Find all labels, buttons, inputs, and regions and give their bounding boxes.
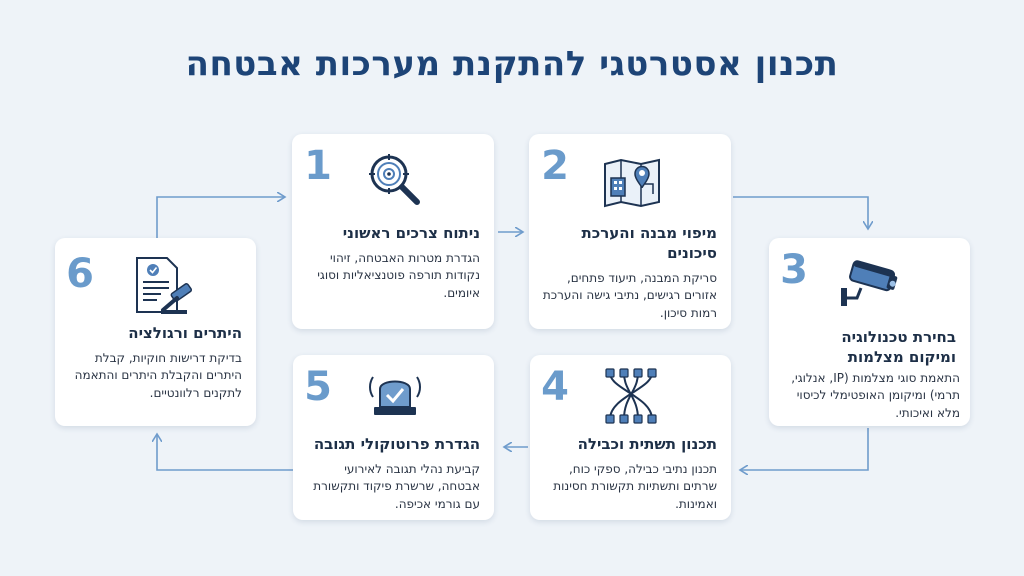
- security-camera-icon: [837, 258, 901, 314]
- step-card-3: 3 בחירת טכנולוגיה ומיקום מצלמות התאמת סו…: [769, 238, 970, 426]
- step-number: 4: [541, 364, 569, 410]
- step-number: 5: [304, 364, 332, 410]
- document-gavel-icon: [133, 256, 195, 320]
- step-number: 3: [780, 247, 808, 293]
- step-card-2: 2 מיפוי מבנה והערכת סיכונים סריקת המבנה,…: [529, 134, 731, 329]
- step-title: היתרים ורגולציה: [128, 324, 242, 342]
- step-title: ניתוח צרכים ראשוני: [342, 224, 480, 242]
- step-card-1: 1 ניתוח צרכים ראשוני הגדרת מטרות האבטחה,…: [292, 134, 494, 329]
- arrow-6-to-1: [156, 197, 284, 238]
- step-description: סריקת המבנה, תיעוד פתחים, אזורים רגישים,…: [542, 271, 717, 320]
- arrow-2-to-3: [733, 196, 868, 228]
- step-number: 1: [304, 143, 332, 189]
- step-card-4: 4 תכנון תשתית וכבילה תכנון נתיבי כבילה, …: [530, 355, 731, 520]
- step-card-5: 5 הגדרת פרוטוקולי תגובה קביעת נהלי תגובה…: [293, 355, 494, 520]
- floor-plan-map-pin-icon: [601, 150, 663, 212]
- step-title: בחירת טכנולוגיה ומיקום מצלמות: [841, 328, 956, 366]
- step-number: 6: [66, 251, 94, 297]
- step-title: מיפוי מבנה והערכת סיכונים: [581, 224, 717, 262]
- step-card-6: 6 היתרים ורגולציה בדיקת דרישות חוקיות, ק…: [55, 238, 256, 426]
- step-description: הגדרת מטרות האבטחה, זיהוי נקודות תורפה פ…: [317, 251, 480, 300]
- page-title: תכנון אסטרטגי להתקנת מערכות אבטחה: [185, 44, 839, 84]
- alarm-siren-icon: [365, 367, 425, 427]
- step-description: בדיקת דרישות חוקיות, קבלת היתרים והקבלת …: [74, 351, 242, 400]
- step-number: 2: [541, 143, 569, 189]
- step-description: תכנון נתיבי כבילה, ספקי כוח, שרתים ותשתי…: [553, 462, 717, 511]
- step-description: התאמת סוגי מצלמות (IP, אנלוגי, תרמי) ומי…: [791, 371, 960, 420]
- arrow-5-to-6: [157, 435, 293, 471]
- step-title: תכנון תשתית וכבילה: [577, 435, 717, 453]
- cables-connectors-icon: [600, 367, 662, 429]
- magnifier-target-icon: [364, 150, 424, 210]
- step-description: קביעת נהלי תגובה לאירועי אבטחה, שרשרת פי…: [313, 462, 480, 511]
- step-title: הגדרת פרוטוקולי תגובה: [313, 435, 480, 453]
- arrow-3-to-4: [741, 428, 869, 470]
